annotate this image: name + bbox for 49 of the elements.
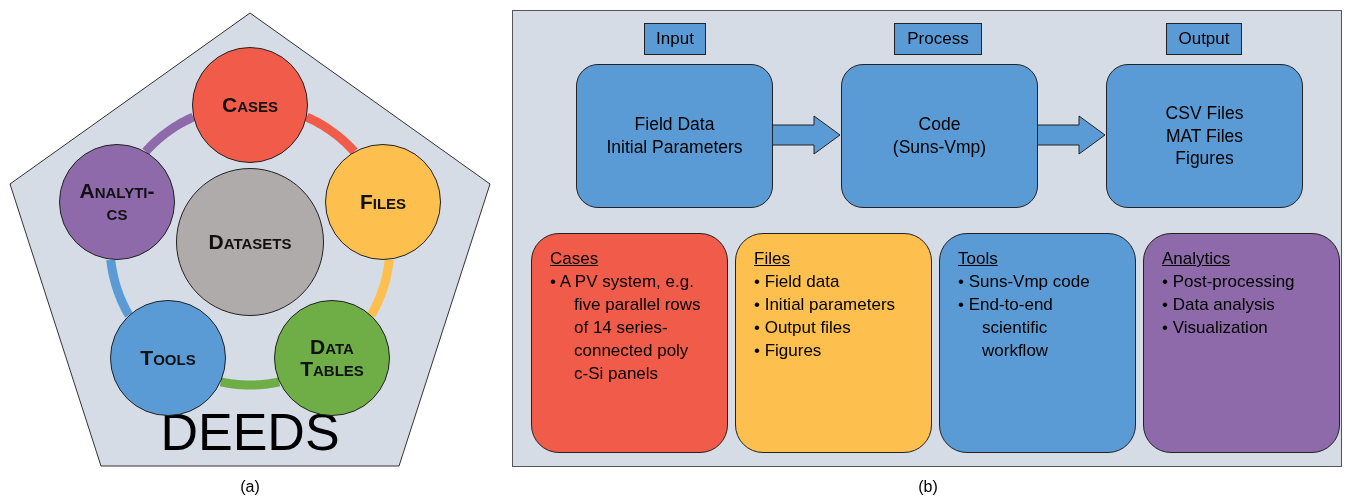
process-box [1106,64,1303,208]
block-arrow [771,115,841,155]
pentagon-shape [9,12,491,467]
ring-segment [367,257,394,318]
circle-label: Cases [222,93,278,116]
category-card [1143,233,1340,453]
panel-caption: (b) [918,478,938,496]
card-heading: Analytics [1162,248,1232,270]
process-box [841,64,1038,208]
bullet-item: • Figures [754,339,823,362]
circle-label: Datasets [208,230,292,253]
card-heading: Cases [550,248,600,270]
bullet-item: • A PV system, e.g. five parallel rows of 14 series-connected poly c-Si panels [550,270,702,385]
stage-label: Output [1166,23,1242,55]
diagram-name: DEEDS [159,404,341,460]
stage-label: Input [644,23,706,55]
box-text: Initial Parameters [606,136,743,159]
bullet-item: • End-to-end scientific workflow [958,293,1054,362]
process-box [576,64,773,208]
bullet-item: • Visualization [1162,316,1269,339]
bullet-item: • Field data [754,270,841,293]
bullet-item: • Output files [754,316,852,339]
ring-segment [106,257,133,318]
stage-label: Process [894,23,982,55]
box-text: MAT Files [1165,124,1244,148]
circle-label: Data Tables [299,335,365,381]
category-card [735,233,932,453]
bullet-item: • Suns-Vmp code [958,270,1091,293]
bullet-item: • Initial parameters [754,293,897,316]
circle-label: Analyti- cs [78,179,156,225]
ring-segment [304,112,358,155]
circle-label: Files [359,190,407,213]
card-heading: Files [754,248,791,270]
box-text: Figures [1175,147,1234,171]
category-card [531,233,728,453]
panel-caption: (a) [240,478,260,496]
block-arrow [1036,115,1106,155]
bullet-item: • Data analysis [1162,293,1276,316]
panel-background [512,10,1342,467]
ring-segment [218,377,282,390]
category-card [939,233,1136,453]
box-text: Field Data [634,113,715,136]
box-text: CSV Files [1165,101,1244,125]
ring-segment [142,112,196,155]
box-text: Code [918,113,961,136]
bullet-item: • Post-processing [1162,270,1296,293]
box-text: (Suns-Vmp) [892,136,987,159]
card-heading: Tools [958,248,999,270]
circle-label: Tools [140,346,196,369]
